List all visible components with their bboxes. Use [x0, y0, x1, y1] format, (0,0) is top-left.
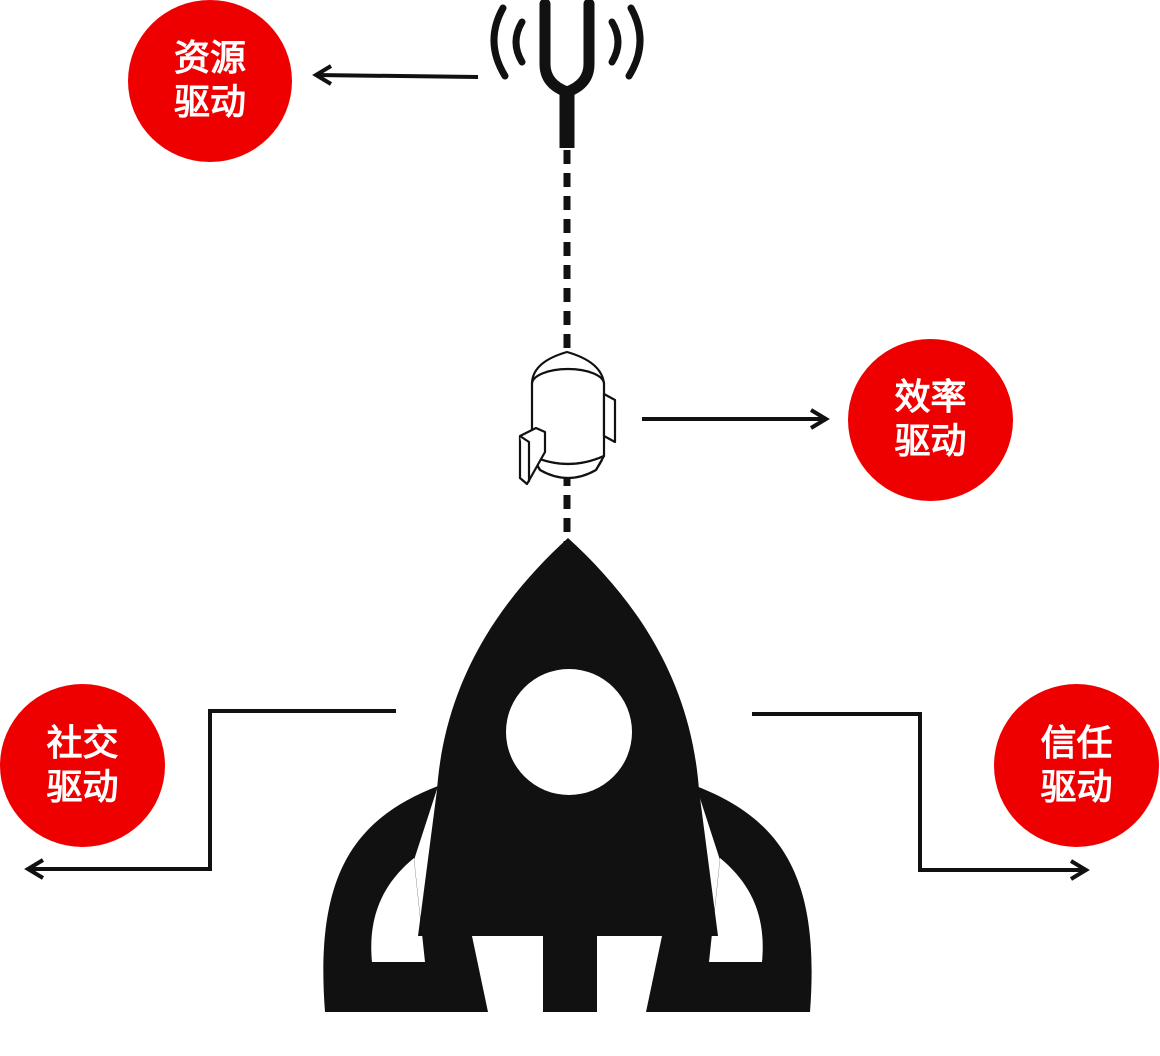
arrow-to-social: [24, 709, 396, 880]
bubble-efficiency-driven: 效率 驱动: [848, 339, 1013, 501]
bubble-social-driven: 社交 驱动: [0, 684, 165, 847]
bubble-line2: 驱动: [894, 421, 967, 462]
bubble-trust-driven: 信任 驱动: [994, 684, 1159, 847]
bubble-line2: 驱动: [46, 766, 119, 808]
bubble-line1: 资源: [173, 38, 246, 79]
bubble-line1: 效率: [894, 377, 967, 418]
arrow-to-efficiency: [642, 408, 830, 430]
bubble-line1: 信任: [1040, 722, 1113, 764]
radio-antenna-icon: [490, 0, 644, 148]
arrow-to-trust: [752, 712, 1090, 881]
arrow-to-resource: [312, 64, 479, 86]
satellite-capsule-icon: [518, 350, 617, 486]
bubble-line2: 驱动: [1040, 766, 1113, 808]
bubble-line1: 社交: [46, 722, 119, 764]
rocket-icon: [323, 538, 812, 1012]
bubble-line2: 驱动: [173, 82, 246, 123]
bubble-resource-driven: 资源 驱动: [128, 0, 292, 162]
